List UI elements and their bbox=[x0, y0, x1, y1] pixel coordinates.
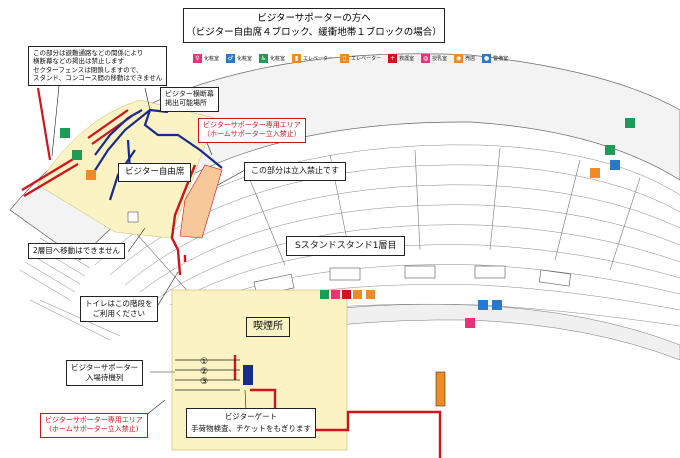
no-second-floor-label: 2層目へ移動はできません bbox=[28, 243, 126, 260]
aisles bbox=[134, 147, 641, 306]
legend-label: エレベーター bbox=[351, 56, 382, 62]
red-barriers bbox=[21, 87, 133, 197]
legend-item: ▯エレベーター bbox=[340, 54, 381, 63]
free-seats-label: ビジター自由席 bbox=[118, 163, 192, 183]
map-amenity-icons bbox=[60, 118, 635, 328]
legend-icon: ◍ bbox=[421, 54, 431, 63]
restricted-note-line: この部分は避難通路などの関係により bbox=[33, 49, 144, 57]
visitor-gate-marker bbox=[243, 365, 253, 385]
legend-label: 授乳室 bbox=[432, 56, 448, 62]
exclusive-area-bottom: ビジターサポーター専用エリア (ホームサポーター立入禁止) bbox=[40, 413, 148, 438]
legend-item: +救護室 bbox=[388, 54, 414, 63]
map-title: ビジターサポーターの方へ （ビジター自由席４ブロック、緩衝地帯１ブロックの場合） bbox=[183, 8, 445, 43]
legend-label: 売店 bbox=[465, 56, 476, 62]
legend-label: 化粧室 bbox=[204, 56, 220, 62]
toilet-note-line: ご利用ください bbox=[92, 309, 146, 319]
legend-icon: ♀ bbox=[193, 54, 202, 63]
banner-note-line: 掲出可能場所 bbox=[165, 99, 207, 108]
exclusive-bottom-line: ビジターサポーター専用エリア bbox=[45, 416, 143, 424]
legend-item: ●警備室 bbox=[482, 54, 508, 63]
legend-icon: ▮ bbox=[292, 54, 302, 63]
queue-note: ビジターサポーター 入場待機列 bbox=[66, 360, 144, 387]
legend-label: 化粧室 bbox=[237, 56, 253, 62]
legend-icon: ♿ bbox=[259, 54, 269, 63]
legend-item: ◍授乳室 bbox=[421, 54, 447, 63]
gate-note: ビジターゲート 手荷物検査、チケットをもぎります bbox=[186, 408, 316, 438]
home-gate-marker bbox=[435, 371, 446, 407]
exclusive-top-line: （ホームサポーター立入禁止） bbox=[203, 130, 301, 139]
queue-number-2: ② bbox=[200, 367, 209, 377]
queue-note-line: 入場待機列 bbox=[85, 373, 124, 383]
legend-item: ◉売店 bbox=[454, 54, 475, 63]
legend-item: ♂化粧室 bbox=[226, 54, 252, 63]
legend: ♀化粧室♂化粧室♿化粧室▮エレベーター▯エレベーター+救護室◍授乳室◉売店●警備… bbox=[193, 54, 515, 63]
queue-note-line: ビジターサポーター bbox=[71, 363, 139, 372]
blue-routes bbox=[91, 108, 223, 201]
title-line2: （ビジター自由席４ブロック、緩衝地帯１ブロックの場合） bbox=[186, 27, 442, 38]
legend-icon: ▯ bbox=[340, 54, 350, 63]
legend-label: 化粧室 bbox=[270, 56, 286, 62]
no-entry-zone bbox=[179, 164, 223, 239]
gate-note-line: 手荷物検査、チケットをもぎります bbox=[191, 424, 311, 433]
toilet-note: トイレはこの階段を ご利用ください bbox=[80, 296, 158, 323]
legend-item: ▮エレベーター bbox=[292, 54, 333, 63]
title-line1: ビジターサポーターの方へ bbox=[257, 13, 371, 24]
legend-icon: ● bbox=[482, 54, 492, 63]
gate-note-line: ビジターゲート bbox=[224, 412, 278, 421]
legend-icon: + bbox=[388, 54, 398, 63]
exclusive-bottom-line: (ホームサポーター立入禁止) bbox=[49, 425, 139, 434]
queue-number-1: ① bbox=[200, 357, 209, 367]
legend-label: エレベーター bbox=[303, 56, 334, 62]
banner-note: ビジター横断幕 掲出可能場所 bbox=[160, 87, 219, 112]
restricted-note: この部分は避難通路などの関係により 横断幕などの掲出は禁止します セクターフェン… bbox=[28, 46, 168, 86]
restricted-note-line: セクターフェンスは閉鎖しますので、 bbox=[33, 65, 143, 74]
legend-item: ♿化粧室 bbox=[259, 54, 285, 63]
stand-label: Sスタンドスタンド1層目 bbox=[286, 236, 406, 257]
smoking-area-label: 喫煙所 bbox=[246, 317, 290, 337]
restricted-note-line: スタンド、コンコース間の移動はできません bbox=[33, 74, 163, 83]
toilet-note-line: トイレはこの階段を bbox=[85, 299, 153, 308]
no-entry-label: この部分は立入禁止です bbox=[244, 162, 346, 181]
red-routes bbox=[170, 164, 442, 458]
banner-note-line: ビジター横断幕 bbox=[165, 90, 214, 98]
legend-icon: ♂ bbox=[226, 54, 236, 63]
exclusive-top-line: ビジターサポーター専用エリア bbox=[203, 121, 301, 129]
exclusive-area-top: ビジターサポーター専用エリア （ホームサポーター立入禁止） bbox=[198, 118, 306, 143]
queue-number-3: ③ bbox=[200, 377, 209, 387]
legend-icon: ◉ bbox=[454, 54, 464, 63]
legend-label: 警備室 bbox=[493, 56, 509, 62]
legend-item: ♀化粧室 bbox=[193, 54, 219, 63]
queue-lines bbox=[175, 359, 240, 391]
legend-label: 救護室 bbox=[399, 56, 415, 62]
restricted-note-line: 横断幕などの掲出は禁止します bbox=[33, 57, 124, 66]
